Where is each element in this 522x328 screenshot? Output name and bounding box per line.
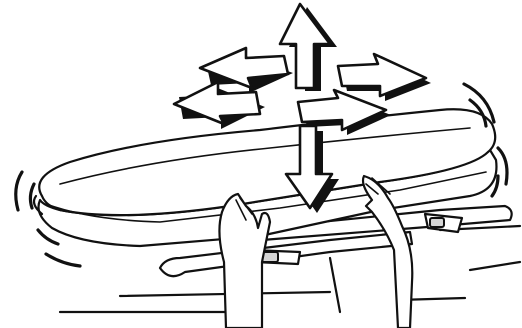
rear-clamp — [430, 218, 444, 227]
left-hand — [219, 194, 270, 328]
